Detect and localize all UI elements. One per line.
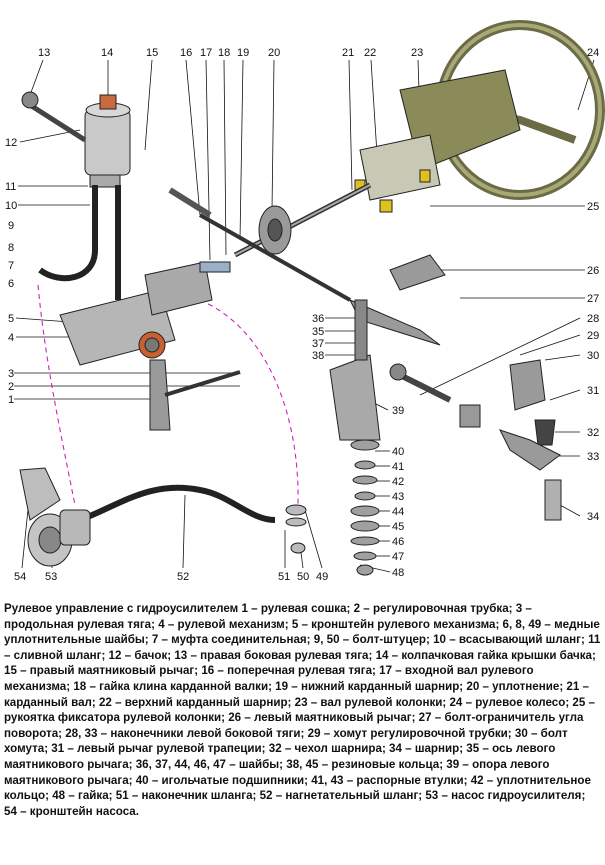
label-27: 27 bbox=[587, 293, 599, 305]
cardan-shaft bbox=[233, 182, 372, 258]
label-10: 10 bbox=[5, 200, 17, 212]
label-14: 14 bbox=[101, 47, 113, 59]
label-40: 40 bbox=[392, 446, 404, 458]
label-33: 33 bbox=[587, 451, 599, 463]
label-21: 21 bbox=[342, 47, 354, 59]
steering-gear bbox=[59, 261, 231, 366]
label-51: 51 bbox=[278, 571, 290, 583]
label-28: 28 bbox=[587, 313, 599, 325]
steering-column bbox=[354, 69, 521, 213]
label-42: 42 bbox=[392, 476, 404, 488]
label-32: 32 bbox=[587, 427, 599, 439]
tie-rod-parts bbox=[389, 359, 562, 521]
label-15: 15 bbox=[146, 47, 158, 59]
label-50: 50 bbox=[297, 571, 309, 583]
fluid-reservoir bbox=[84, 94, 131, 188]
label-2: 2 bbox=[8, 381, 14, 393]
power-steering-pump bbox=[19, 467, 307, 567]
label-26: 26 bbox=[587, 265, 599, 277]
linkage bbox=[21, 91, 446, 431]
label-45: 45 bbox=[392, 521, 404, 533]
label-11: 11 bbox=[5, 181, 16, 193]
label-48: 48 bbox=[392, 567, 404, 579]
label-8: 8 bbox=[8, 242, 14, 254]
label-6: 6 bbox=[8, 278, 14, 290]
label-25: 25 bbox=[587, 201, 599, 213]
label-1: 1 bbox=[8, 394, 14, 406]
label-37: 37 bbox=[312, 338, 324, 350]
hydraulic-dashed-lines bbox=[37, 284, 299, 506]
label-16: 16 bbox=[180, 47, 192, 59]
label-12: 12 bbox=[5, 137, 17, 149]
pendulum-support bbox=[329, 299, 381, 576]
label-41: 41 bbox=[392, 461, 404, 473]
label-34: 34 bbox=[587, 511, 599, 523]
label-5: 5 bbox=[8, 313, 14, 325]
label-46: 46 bbox=[392, 536, 404, 548]
label-35: 35 bbox=[312, 326, 324, 338]
label-31: 31 bbox=[587, 385, 599, 397]
part-labels: 13 14 15 16 17 18 19 20 21 22 23 24 12 1… bbox=[5, 47, 599, 583]
label-3: 3 bbox=[8, 368, 14, 380]
label-24: 24 bbox=[587, 47, 599, 59]
label-7: 7 bbox=[8, 260, 14, 272]
label-18: 18 bbox=[218, 47, 230, 59]
steering-diagram: 13 14 15 16 17 18 19 20 21 22 23 24 12 1… bbox=[5, 20, 605, 583]
label-43: 43 bbox=[392, 491, 404, 503]
label-52: 52 bbox=[177, 571, 189, 583]
label-20: 20 bbox=[268, 47, 280, 59]
label-38: 38 bbox=[312, 350, 324, 362]
label-23: 23 bbox=[411, 47, 423, 59]
label-47: 47 bbox=[392, 551, 404, 563]
label-19: 19 bbox=[237, 47, 249, 59]
label-53: 53 bbox=[45, 571, 57, 583]
label-39: 39 bbox=[392, 405, 404, 417]
label-30: 30 bbox=[587, 350, 599, 362]
label-29: 29 bbox=[587, 330, 599, 342]
label-17: 17 bbox=[200, 47, 212, 59]
label-13: 13 bbox=[38, 47, 50, 59]
label-54: 54 bbox=[14, 571, 26, 583]
label-9: 9 bbox=[8, 220, 14, 232]
label-36: 36 bbox=[312, 313, 324, 325]
hoses bbox=[38, 185, 276, 523]
label-49: 49 bbox=[316, 571, 328, 583]
label-4: 4 bbox=[8, 332, 14, 344]
label-44: 44 bbox=[392, 506, 404, 518]
label-22: 22 bbox=[364, 47, 376, 59]
figure-caption: Рулевое управление с гидроусилителем 1 –… bbox=[4, 602, 601, 818]
